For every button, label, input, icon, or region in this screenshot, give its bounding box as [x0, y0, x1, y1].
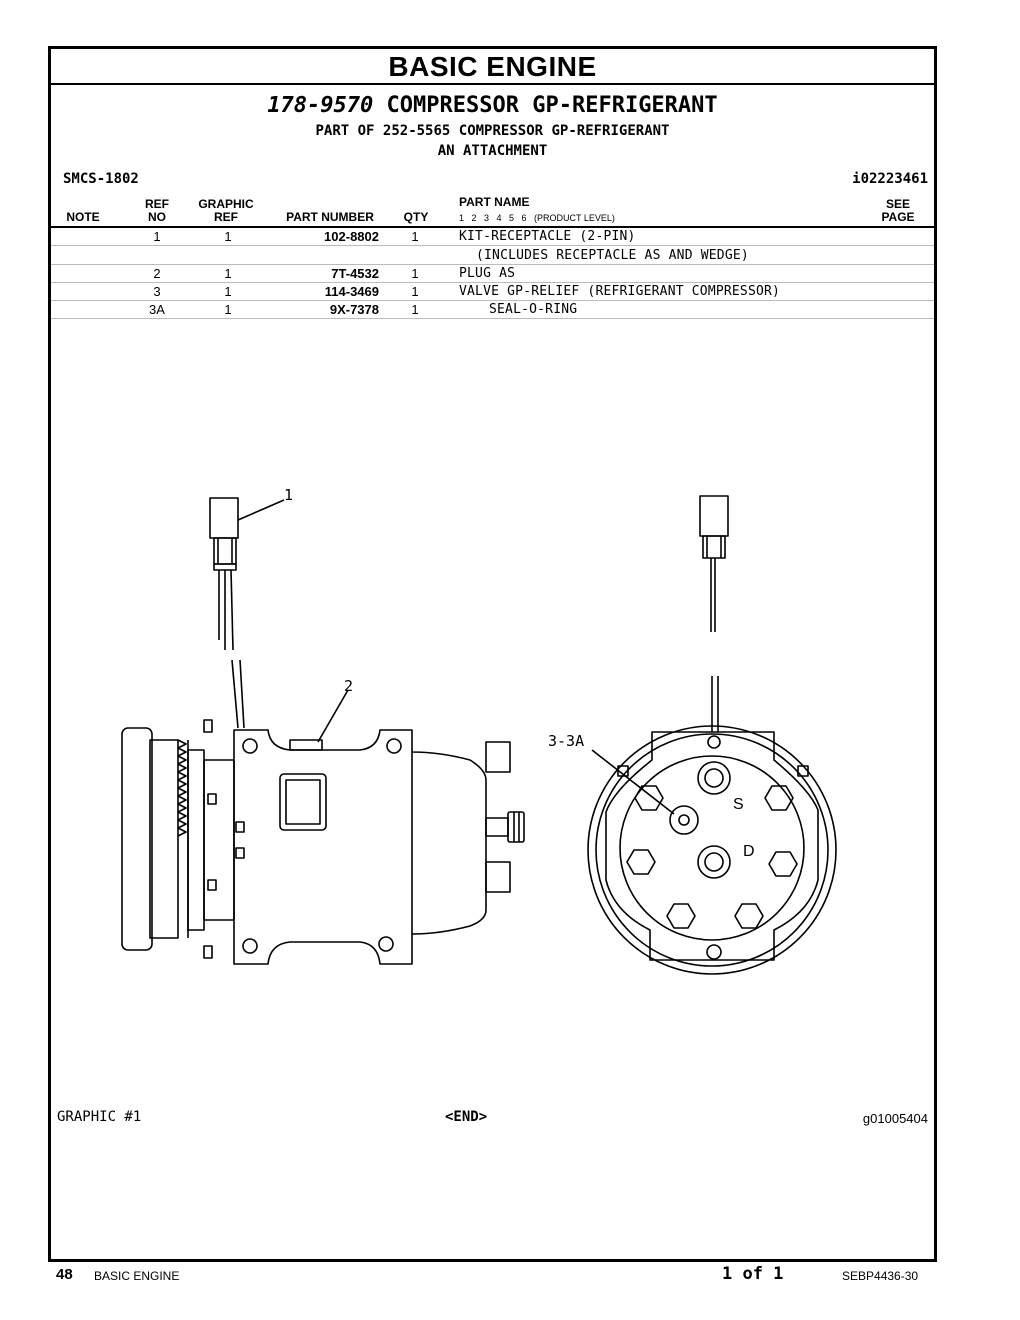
col-part-name: PART NAME [459, 195, 530, 209]
cell-qty: 1 [411, 229, 419, 244]
col-graphic-ref: GRAPHIC REF [191, 198, 261, 224]
cell-part-name: VALVE GP-RELIEF (REFRIGERANT COMPRESSOR) [459, 284, 781, 299]
table-row: 3 1 114-3469 1 VALVE GP-RELIEF (REFRIGER… [51, 282, 934, 301]
group-name: COMPRESSOR GP-REFRIGERANT [386, 93, 718, 118]
col-see-page: SEE PAGE [873, 198, 923, 224]
cell-graphic-ref: 1 [224, 229, 232, 244]
callout-2: 2 [344, 677, 354, 695]
col-ref-no-line1: REF [145, 197, 169, 211]
cell-part-number: 9X-7378 [329, 302, 379, 317]
cell-graphic-ref: 1 [224, 284, 232, 299]
cell-ref: 3 [153, 284, 161, 299]
footer-page-number: 48 [56, 1266, 73, 1283]
footer-section: BASIC ENGINE [94, 1269, 180, 1283]
cell-ref: 2 [153, 266, 161, 281]
cell-qty: 1 [411, 302, 419, 317]
cell-ref: 3A [149, 302, 165, 317]
part-of-line: PART OF 252-5565 COMPRESSOR GP-REFRIGERA… [315, 123, 670, 139]
compressor-side-view [121, 659, 525, 965]
cell-part-name: (INCLUDES RECEPTACLE AS AND WEDGE) [476, 248, 749, 263]
table-row: (INCLUDES RECEPTACLE AS AND WEDGE) [51, 246, 934, 265]
attachment-line: AN ATTACHMENT [437, 143, 548, 159]
group-number: 178-9570 [267, 93, 374, 118]
compressor-end-view [587, 676, 837, 975]
cell-part-name: PLUG AS [459, 266, 516, 281]
end-label: <END> [445, 1109, 488, 1125]
table-row: 1 1 102-8802 1 KIT-RECEPTACLE (2-PIN) [51, 227, 934, 246]
col-see-page-line1: SEE [885, 197, 910, 211]
col-graphic-ref-line1: GRAPHIC [198, 197, 254, 211]
table-row: 2 1 7T-4532 1 PLUG AS [51, 264, 934, 283]
callout-1: 1 [284, 486, 294, 504]
cell-graphic-ref: 1 [224, 266, 232, 281]
page-frame: BASIC ENGINE 178-9570 COMPRESSOR GP-REFR… [48, 46, 937, 1262]
col-ref-no-line2: NO [148, 210, 166, 224]
cell-qty: 1 [411, 266, 419, 281]
cell-part-number: 102-8802 [324, 229, 379, 244]
col-see-page-line2: PAGE [881, 210, 915, 224]
cell-graphic-ref: 1 [224, 302, 232, 317]
cell-part-number: 7T-4532 [331, 266, 379, 281]
col-graphic-ref-line2: REF [214, 210, 238, 224]
col-qty: QTY [403, 210, 429, 224]
port-label-discharge: D [743, 843, 755, 860]
footer-page-of: 1 of 1 [722, 1264, 784, 1284]
cell-ref: 1 [153, 229, 161, 244]
callout-3-3a: 3-3A [548, 732, 585, 750]
footer-document-number: SEBP4436-30 [842, 1269, 919, 1283]
receptacle-part [209, 497, 285, 651]
col-part-number: PART NUMBER [286, 210, 374, 224]
illustration-id: i02223461 [852, 171, 928, 187]
group-title: 178-9570 COMPRESSOR GP-REFRIGERANT [51, 93, 934, 118]
header-divider [51, 226, 934, 228]
graphic-id: g01005404 [862, 1111, 928, 1126]
cell-qty: 1 [411, 284, 419, 299]
col-note: NOTE [66, 210, 100, 224]
table-row: 3A 1 9X-7378 1 SEAL-O-RING [51, 300, 934, 319]
graphic-label: GRAPHIC #1 [57, 1109, 142, 1125]
receptacle-part-end-view [699, 495, 729, 632]
col-product-level: 1 2 3 4 5 6 (PRODUCT LEVEL) [459, 213, 615, 223]
cell-part-name: KIT-RECEPTACLE (2-PIN) [459, 229, 636, 244]
port-label-suction: S [733, 796, 744, 813]
cell-part-number: 114-3469 [324, 284, 379, 299]
col-ref-no: REF NO [137, 198, 177, 224]
smcs-code: SMCS-1802 [63, 171, 139, 187]
section-title: BASIC ENGINE [51, 49, 934, 85]
cell-part-name: SEAL-O-RING [489, 302, 578, 317]
